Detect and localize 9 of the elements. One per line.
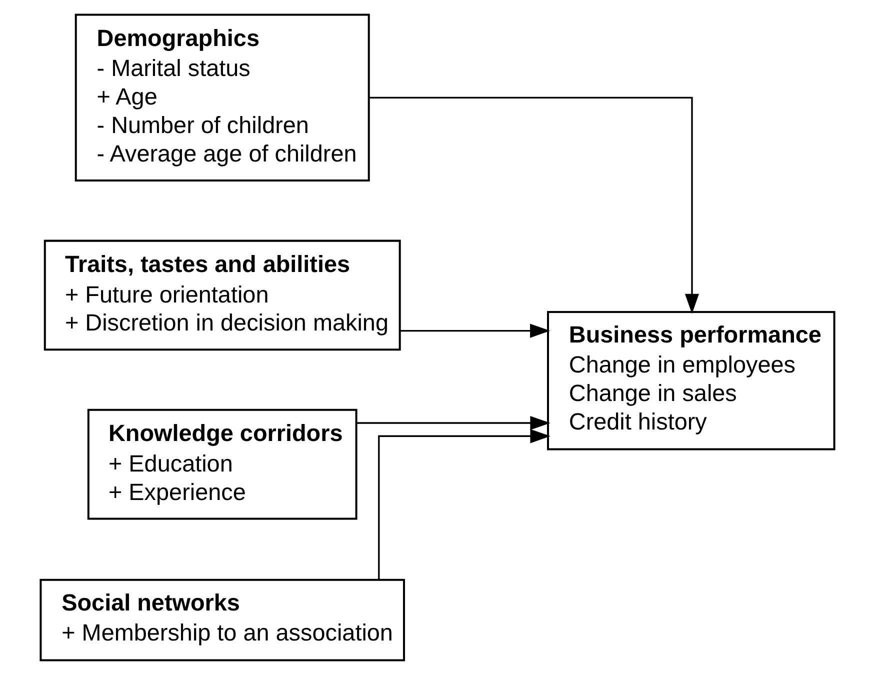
arrow: [356, 416, 550, 430]
node-box: Knowledge corridors + Education + Experience: [86, 408, 357, 520]
node-box: Demographics - Marital status + Age - Number of children - Average age of children: [74, 14, 370, 182]
arrow: [368, 96, 699, 314]
node-box: Social networks + Membership to an association: [39, 578, 405, 662]
node-box: Business performance Change in employees Change in sales Credit history: [546, 310, 835, 450]
arrow: [378, 429, 550, 580]
arrow: [400, 324, 550, 338]
node-box: Traits, tastes and abilities + Future orientation + Discretion in decision making: [43, 240, 400, 351]
